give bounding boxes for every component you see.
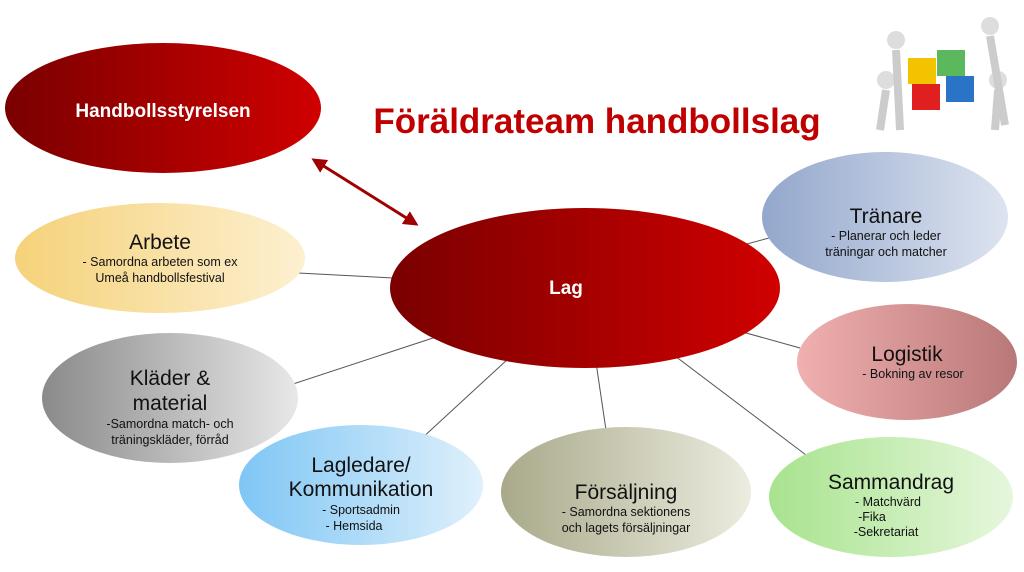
node-text: och lagets försäljningar	[562, 521, 691, 535]
puzzle-illustration	[876, 17, 1009, 131]
node-title: Arbete	[129, 231, 191, 254]
node-title: Försäljning	[575, 481, 678, 504]
node-text: - Planerar och leder	[831, 229, 941, 243]
node-text: -Sekretariat	[854, 525, 919, 539]
node-lag[interactable]: Lag	[390, 208, 780, 368]
node-text: träningar och matcher	[825, 245, 947, 259]
node-text: - Hemsida	[326, 519, 383, 533]
board-label: Handbollsstyrelsen	[75, 101, 250, 122]
node-text: - Matchvärd	[855, 495, 921, 509]
node-arbete[interactable]: Arbete - Samordna arbeten som ex Umeå ha…	[15, 203, 305, 313]
node-text: -Samordna match- och	[106, 417, 233, 431]
node-logistik[interactable]: Logistik - Bokning av resor	[797, 304, 1017, 420]
node-tranare[interactable]: Tränare - Planerar och leder träningar o…	[762, 152, 1008, 282]
node-sammandrag[interactable]: Sammandrag - Matchvärd -Fika -Sekretaria…	[769, 437, 1013, 557]
center-label: Lag	[549, 278, 583, 299]
node-text: Umeå handbollsfestival	[95, 271, 224, 285]
node-text: träningskläder, förråd	[111, 433, 228, 447]
node-title: Tränare	[850, 205, 923, 228]
node-forsaljning[interactable]: Försäljning - Samordna sektionens och la…	[501, 427, 751, 557]
node-title: material	[133, 392, 208, 415]
node-text: - Sportsadmin	[322, 503, 400, 517]
node-title: Sammandrag	[828, 471, 954, 494]
node-text: - Samordna arbeten som ex	[83, 255, 239, 269]
node-title: Logistik	[871, 343, 943, 366]
node-klader[interactable]: Kläder & material -Samordna match- och t…	[42, 333, 298, 463]
double-arrow	[311, 158, 419, 226]
node-title: Kläder &	[130, 367, 211, 390]
page-title: Föräldrateam handbollslag	[373, 102, 820, 141]
node-handbollsstyrelsen[interactable]: Handbollsstyrelsen	[5, 43, 321, 173]
node-lagledare[interactable]: Lagledare/ Kommunikation - Sportsadmin -…	[239, 425, 483, 545]
node-text: - Samordna sektionens	[562, 505, 691, 519]
node-text: - Bokning av resor	[862, 367, 963, 381]
node-title: Kommunikation	[289, 478, 434, 501]
node-text: -Fika	[858, 510, 886, 524]
node-title: Lagledare/	[311, 454, 410, 477]
